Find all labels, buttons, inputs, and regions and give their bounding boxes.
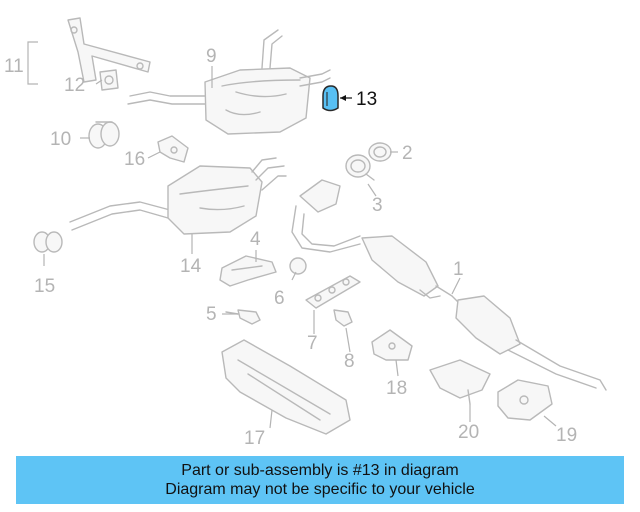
part-15-clamp[interactable] <box>33 231 63 253</box>
callout-18: 18 <box>386 378 407 399</box>
callout-4: 4 <box>250 229 261 250</box>
banner-line-1: Part or sub-assembly is #13 in diagram <box>181 462 459 479</box>
part-18-bracket[interactable] <box>371 329 413 361</box>
part-14-center-muffler[interactable] <box>69 157 287 235</box>
callout-10: 10 <box>50 129 71 150</box>
callout-14: 14 <box>180 256 202 277</box>
part-17-heat-shield[interactable] <box>221 339 351 435</box>
part-5-bolt[interactable] <box>225 309 261 325</box>
callout-2: 2 <box>402 143 413 164</box>
part-13-rubber-mount[interactable] <box>322 85 339 112</box>
arrow-head-13 <box>340 95 346 101</box>
callout-15: 15 <box>34 276 55 297</box>
part-1-front-pipe-catalyst[interactable] <box>291 179 607 391</box>
callout-3: 3 <box>372 195 383 216</box>
callout-17: 17 <box>244 428 265 449</box>
part-9-rear-muffler[interactable] <box>127 29 331 135</box>
callout-1: 1 <box>453 259 464 280</box>
part-10-clamp[interactable] <box>88 121 120 149</box>
callout-9: 9 <box>206 46 217 67</box>
part-6-cap[interactable] <box>289 257 307 275</box>
callout-5: 5 <box>206 304 217 325</box>
callout-leaders <box>27 41 557 429</box>
part-12-hanger[interactable] <box>99 69 119 91</box>
part-2-gasket[interactable] <box>368 142 392 162</box>
exhaust-parts-diagram: 1 2 3 4 5 6 7 8 9 10 11 12 13 14 15 16 1… <box>4 17 607 449</box>
part-11-bracket[interactable] <box>67 17 151 83</box>
callout-6: 6 <box>274 288 285 309</box>
part-4-heat-shield[interactable] <box>219 255 277 287</box>
callout-11: 11 <box>4 56 24 77</box>
callout-20: 20 <box>458 422 479 443</box>
part-16-bracket[interactable] <box>157 135 189 163</box>
callout-12: 12 <box>64 75 85 96</box>
callout-19: 19 <box>556 425 577 446</box>
part-19-mount[interactable] <box>497 379 553 421</box>
info-banner: Part or sub-assembly is #13 in diagram D… <box>16 456 624 504</box>
callout-13: 13 <box>356 89 377 110</box>
part-7-gasket-plate[interactable] <box>305 275 361 309</box>
part-8-bolt[interactable] <box>333 309 353 327</box>
part-20-bracket[interactable] <box>429 359 491 405</box>
banner-line-2: Diagram may not be specific to your vehi… <box>165 481 475 498</box>
part-3-clamp[interactable] <box>345 154 375 181</box>
callout-16: 16 <box>124 149 145 170</box>
callout-7: 7 <box>307 333 318 354</box>
callout-8: 8 <box>344 351 355 372</box>
